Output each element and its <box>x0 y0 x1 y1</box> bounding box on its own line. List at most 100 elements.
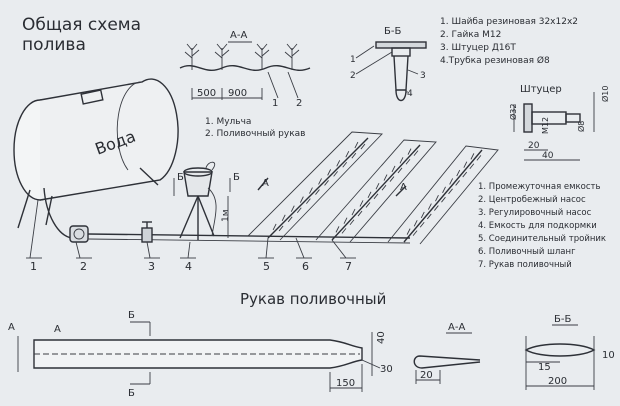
bb-nut <box>391 47 411 57</box>
bed-1-outline <box>247 131 383 241</box>
plant-sprig <box>406 228 418 236</box>
aa-legend-2: 2. Поливочный рукав <box>205 129 305 139</box>
hose-dim-40: 40 <box>376 331 387 344</box>
plant-sprig <box>456 169 468 178</box>
feed-bucket-handle <box>205 161 216 171</box>
plant-sprig <box>449 178 460 186</box>
callout-4: 4 <box>185 260 192 273</box>
plant-sprig <box>463 161 475 170</box>
callout-5: 5 <box>263 260 270 273</box>
spec-2: 2. Гайка М12 <box>440 30 501 40</box>
plant-rows <box>272 141 482 236</box>
legend-6: 6. Поливочный шланг <box>478 247 576 257</box>
plant-sprig <box>290 205 302 214</box>
main-pipeline <box>69 221 411 244</box>
cut-a-arrow-left <box>257 177 269 191</box>
cut-b-left: Б <box>177 172 184 183</box>
plant-sprig <box>327 169 338 177</box>
callout-7: 7 <box>345 260 352 273</box>
hose-section-aa: А-А 20 <box>413 322 481 384</box>
dim-30-leader <box>361 359 381 369</box>
plant-sprig <box>299 196 311 204</box>
plant-sprig <box>391 165 403 174</box>
bb-callout-1: 1 <box>350 55 356 65</box>
plant-sprig <box>413 220 425 228</box>
bb-washer <box>375 41 427 49</box>
tank-leg-left <box>17 189 31 229</box>
hose-aa-title: А-А <box>448 322 465 333</box>
bb-leader-2 <box>355 51 393 75</box>
hose-cut-a2: А <box>54 324 61 335</box>
hose-dim-150: 150 <box>336 378 355 389</box>
garden-beds: А А <box>247 131 499 245</box>
plant-sprig <box>345 150 357 159</box>
callout-2: 2 <box>80 260 87 273</box>
feed-bucket-rim <box>183 167 213 177</box>
hose-aa-dim-20: 20 <box>420 370 433 381</box>
tank-hatch <box>80 89 104 105</box>
plant-sprig <box>272 223 284 232</box>
water-tank: Вода <box>13 78 179 239</box>
plant-sprig <box>470 153 482 161</box>
hose-3 <box>403 149 483 243</box>
title-line-1: Общая схема <box>22 15 141 35</box>
fitting-detail: Штуцер Ø32 M12 Ø10 Ø8 20 40 <box>508 84 610 161</box>
bed-3-outline <box>387 145 499 245</box>
hose-section-title: Рукав поливочный <box>240 290 386 308</box>
bed-2-outline <box>315 139 437 243</box>
section-aa-title: А-А <box>230 30 247 41</box>
spec-3: 3. Штуцер Д16Т <box>440 43 516 53</box>
scheme-callouts: 1 2 3 4 5 6 7 <box>26 199 356 273</box>
hose-bb-dim-200: 200 <box>548 376 567 387</box>
hose-bb-dim-15: 15 <box>538 362 551 373</box>
hose-drawing: А А Б Б 40 30 150 <box>8 310 393 399</box>
feed-container: 1м Б Б <box>173 161 240 240</box>
cut-a-left: А <box>262 178 269 189</box>
spec-4: 4.Трубка резиновая Ø8 <box>440 55 550 66</box>
tank-body <box>39 78 179 201</box>
section-plant <box>184 43 200 70</box>
callout-1: 1 <box>30 260 37 273</box>
plant-sprig <box>281 214 293 223</box>
tripod-leg-1 <box>179 195 199 239</box>
title-line-2: полива <box>22 35 86 55</box>
plant-sprig <box>343 217 355 226</box>
pump <box>69 225 89 243</box>
feed-tube <box>207 187 217 237</box>
plant-sprig <box>351 208 363 217</box>
aa-callout-1: 1 <box>272 98 278 109</box>
plant-sprig <box>354 141 366 150</box>
cut-b-right: Б <box>233 172 240 183</box>
hose-bb-title: Б-Б <box>554 314 571 325</box>
hose-cut-b2: Б <box>128 388 135 399</box>
spec-list: 1. Шайба резиновая 32х12х2 2. Гайка М12 … <box>440 17 578 66</box>
plant-sprig <box>309 187 320 195</box>
section-plant <box>284 43 300 70</box>
dim-20: 20 <box>528 141 540 151</box>
legend-3: 3. Регулировочный насос <box>478 208 592 218</box>
plant-sprig <box>435 194 446 203</box>
plant-sprig <box>336 160 348 168</box>
bb-tube <box>395 89 407 102</box>
legend-2: 2. Центробежный насос <box>478 195 586 205</box>
fitting-flange <box>523 103 533 133</box>
tank-leg-right <box>139 167 159 186</box>
plant-sprig <box>375 182 387 191</box>
mulch-profile <box>179 65 311 71</box>
regulating-valve <box>141 227 153 243</box>
plant-sprig <box>407 148 419 156</box>
section-aa-top: А-А 500 900 1 2 1. Мульча 2. Поливочный … <box>179 30 311 139</box>
main-pipe-lower <box>87 238 411 244</box>
dim-d8: Ø8 <box>576 121 586 132</box>
hose-dim-30: 30 <box>380 364 393 375</box>
bb-callout-2: 2 <box>350 71 356 81</box>
dim-40: 40 <box>542 151 554 161</box>
section-plants <box>184 43 300 70</box>
dim-m12: M12 <box>541 117 550 134</box>
section-plant <box>254 43 270 70</box>
leader-6 <box>295 237 305 259</box>
cut-a-right: А <box>400 182 407 193</box>
legend-7: 7. Рукав поливочный <box>478 260 572 270</box>
hose-bb-profile <box>524 343 596 357</box>
